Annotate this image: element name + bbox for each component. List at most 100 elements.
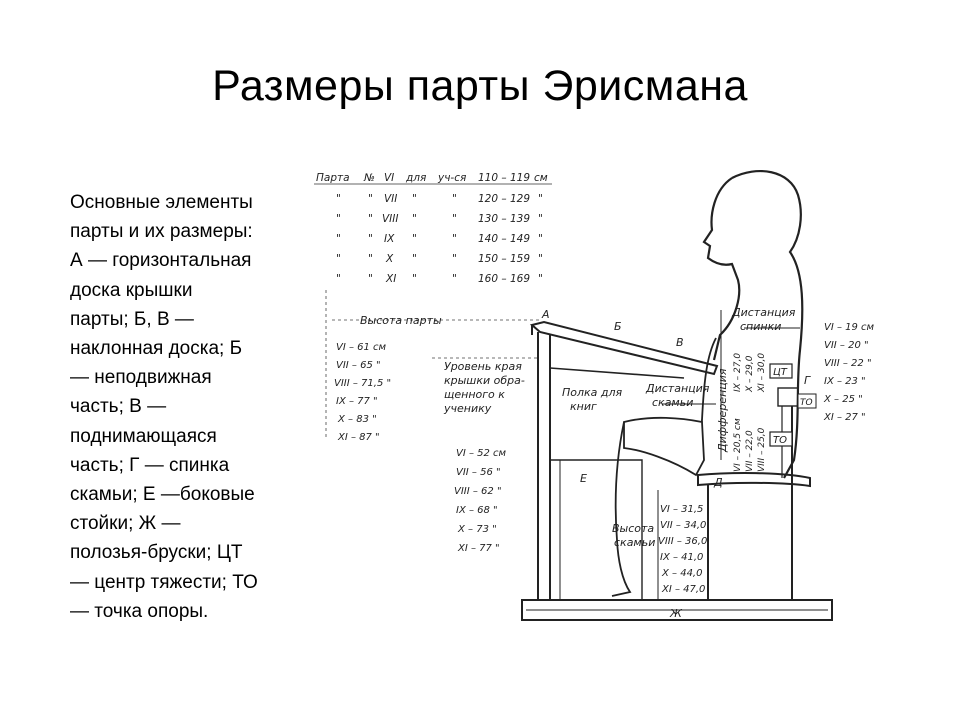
lid-level-label: щенного к	[444, 388, 505, 401]
lid-level-label: крышки обра-	[444, 374, 525, 387]
table-header-cell: №	[363, 172, 375, 184]
bench-backrest	[777, 387, 799, 407]
to-label: ТО	[773, 435, 787, 446]
desk-height-values: VI – 61 см VII – 65 " VIII – 71,5 " IX –…	[334, 342, 391, 443]
lid-level-label: ученику	[443, 402, 492, 415]
desk-height-label: Высота парты	[360, 314, 442, 327]
back-distance-label: спинки	[740, 320, 781, 333]
value-entry: VIII – 22 "	[824, 358, 872, 369]
table-header-cell: 110 – 119	[478, 172, 530, 184]
table-cell: IX	[384, 233, 395, 245]
table-cell: "	[336, 273, 341, 285]
bench-distance-label: скамьи	[652, 396, 693, 409]
value-entry: VII – 56 "	[456, 467, 501, 478]
table-cell: "	[538, 193, 543, 205]
table-cell: X	[385, 253, 394, 265]
differential-values-2: IX – 27,0 X – 29,0 XI – 30,0	[733, 353, 767, 393]
value-entry: VI – 31,5	[660, 504, 703, 515]
value-entry: XI – 87 "	[337, 432, 380, 443]
table-cell: "	[412, 253, 417, 265]
value-entry: VI – 52 см	[456, 448, 507, 459]
figure-face-outline	[702, 177, 741, 361]
value-entry: VIII – 71,5 "	[334, 378, 391, 389]
table-cell: "	[368, 213, 373, 225]
lid-level-label: Уровень края	[444, 360, 522, 373]
value-entry: VII – 34,0	[660, 520, 706, 531]
value-entry: VII – 20 "	[824, 340, 869, 351]
table-row: " " VIII " " 130 – 139 "	[336, 213, 543, 225]
table-cell: "	[452, 273, 457, 285]
description-line: — неподвижная	[70, 367, 212, 389]
table-cell: "	[538, 273, 543, 285]
right-values-extra: XI – 27 "	[823, 412, 866, 423]
table-cell: "	[368, 253, 373, 265]
letter-a-label: А	[541, 308, 550, 321]
value-entry: IX – 77 "	[336, 396, 378, 407]
value-entry: VII – 65 "	[336, 360, 381, 371]
description-line: парты; Б, В —	[70, 308, 194, 330]
value-entry: X – 83 "	[337, 414, 377, 425]
description-line: поднимающаяся	[70, 425, 217, 447]
table-cell: "	[336, 233, 341, 245]
back-distance-label: Дистанция	[731, 306, 796, 319]
value-entry: X – 29,0	[745, 355, 755, 393]
bench-height-label: скамьи	[614, 536, 655, 549]
description-line: — центр тяжести; ТО	[70, 571, 258, 593]
table-cell: "	[538, 213, 543, 225]
table-cell: "	[336, 253, 341, 265]
table-cell: VII	[384, 193, 397, 205]
table-cell: "	[368, 273, 373, 285]
letter-g-label: Г	[804, 374, 811, 387]
table-header-cell: уч-ся	[437, 172, 466, 184]
description-line: наклонная доска; Б	[70, 338, 243, 360]
value-entry: X – 44,0	[661, 568, 702, 579]
ct-box	[769, 363, 793, 379]
value-entry: IX – 41,0	[660, 552, 703, 563]
value-entry: VIII – 62 "	[454, 486, 502, 497]
size-table: Парта № VI для уч-ся 110 – 119 см " " VI…	[314, 172, 552, 285]
table-cell: "	[412, 233, 417, 245]
value-entry: VI – 19 см	[824, 322, 875, 333]
description-line: полозья-бруски; ЦТ	[70, 542, 243, 564]
value-entry: X – 25 "	[823, 394, 863, 405]
table-cell: "	[452, 213, 457, 225]
value-entry: VIII – 25,0	[757, 427, 767, 472]
table-cell: "	[452, 193, 457, 205]
value-entry: VIII – 36,0	[658, 536, 707, 547]
description-line: часть; Г — спинка	[70, 454, 230, 476]
ct-label: ЦТ	[773, 367, 788, 378]
table-row: " " XI " " 160 – 169 "	[336, 273, 543, 285]
value-entry: IX – 27,0	[733, 353, 743, 392]
table-cell: 160 – 169	[478, 273, 530, 285]
description-line: парты и их размеры:	[70, 221, 253, 243]
marker-boxes: ЦТ ТО ТО	[769, 363, 817, 447]
table-cell: "	[368, 193, 373, 205]
value-entry: XI – 27 "	[823, 412, 866, 423]
table-cell: "	[538, 253, 543, 265]
value-entry: XI – 30,0	[757, 353, 767, 393]
description-line: стойки; Ж —	[70, 513, 181, 535]
table-cell: VIII	[382, 213, 398, 225]
side-stand	[550, 459, 643, 600]
bench-height-label: Высота	[612, 522, 654, 535]
value-entry: IX – 23 "	[824, 376, 866, 387]
book-shelf	[549, 367, 685, 379]
letter-v-label: В	[676, 336, 684, 349]
value-entry: XI – 77 "	[457, 543, 500, 554]
table-cell: "	[538, 233, 543, 245]
diagram-labels: Высота парты А Б В Е Д Г Ж Уровень края …	[360, 306, 811, 620]
bench-distance-label: Дистанция	[645, 382, 710, 395]
table-cell: "	[412, 213, 417, 225]
book-shelf-label: книг	[570, 400, 597, 413]
diagram-svg: Парта № VI для уч-ся 110 – 119 см " " VI…	[314, 170, 875, 621]
figure-thigh	[623, 416, 705, 477]
letter-b-label: Б	[614, 320, 622, 333]
description-line: часть; В —	[70, 396, 167, 418]
desk-lid	[529, 320, 719, 376]
table-cell: "	[336, 213, 341, 225]
value-entry: XI – 47,0	[661, 584, 705, 595]
value-entry: X – 73 "	[457, 524, 497, 535]
table-cell: "	[452, 233, 457, 245]
table-cell: "	[412, 193, 417, 205]
value-entry: IX – 68 "	[456, 505, 498, 516]
